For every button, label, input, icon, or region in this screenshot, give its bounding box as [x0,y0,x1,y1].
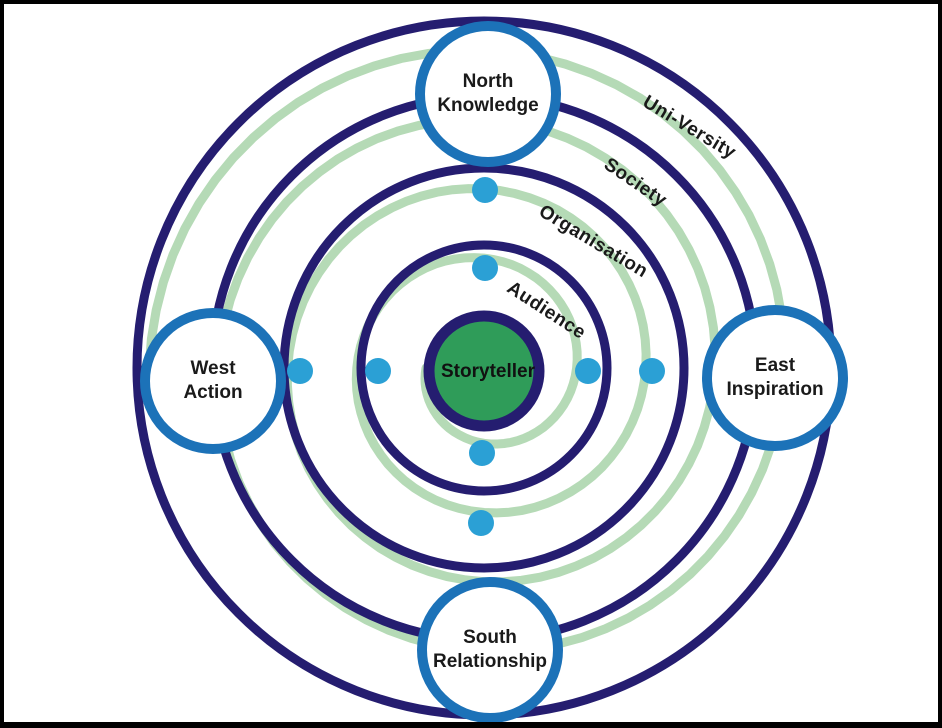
node-south-line1: South [463,627,517,649]
axis-dot-2 [472,255,498,281]
node-north-knowledge: North Knowledge [415,21,561,167]
axis-dot-8 [639,358,665,384]
axis-dot-3 [469,440,495,466]
node-west-action: West Action [140,308,286,454]
axis-dot-7 [575,358,601,384]
axis-dot-6 [365,358,391,384]
node-west-line1: West [190,358,236,380]
axis-dot-5 [287,358,313,384]
node-west-line2: Action [183,382,243,403]
node-east-inspiration: East Inspiration [702,305,848,451]
storyteller-circle [423,310,545,432]
center-label: Storyteller [441,361,535,382]
node-east-line1: East [754,355,796,377]
axis-dot-1 [472,177,498,203]
node-north-line2: Knowledge [437,95,539,116]
node-south-line2: Relationship [432,651,547,672]
node-south-relationship: South Relationship [417,577,563,722]
ring-circle-1 [356,240,612,496]
node-north-line1: North [462,71,514,93]
axis-dot-4 [468,510,494,536]
node-east-line2: Inspiration [726,379,824,400]
